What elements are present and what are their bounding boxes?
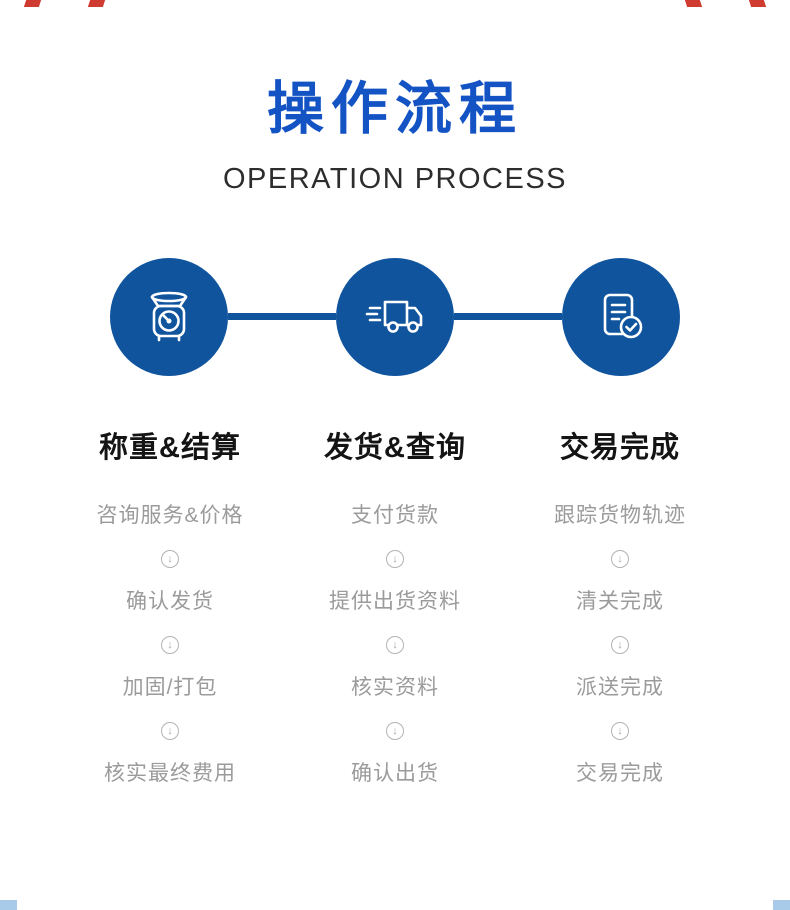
page-subtitle: OPERATION PROCESS [222,162,568,195]
down-arrow-icon: ↓ [161,721,179,740]
connector-line-1 [228,313,336,321]
down-arrow-icon: ↓ [386,721,404,740]
down-arrow-icon: ↓ [386,635,404,654]
decor-top-left-2 [87,0,106,7]
truck-icon [363,285,427,349]
step-item: 支付货款 [351,503,439,527]
steps-list: 支付货款 ↓ 提供出货资料 ↓ 核实资料 ↓ 确认出货 [283,502,508,788]
step-item: 确认出货 [351,761,439,785]
process-icons-row [0,257,790,376]
decor-top-right-2 [748,0,767,7]
step3-circle [562,257,680,376]
step-item: 交易完成 [576,761,664,785]
step-item: 咨询服务&价格 [96,503,244,527]
step-item: 提供出货资料 [329,589,461,613]
connector-line-2 [454,313,562,321]
down-arrow-icon: ↓ [386,549,404,568]
decor-top-left-1 [23,0,42,7]
column-weigh-settle: 称重&结算 咨询服务&价格 ↓ 确认发货 ↓ 加固/打包 ↓ 核实最终费用 [58,432,283,788]
decor-bottom-left [0,900,17,910]
column-title: 交易完成 [559,431,680,464]
step-item: 核实最终费用 [104,761,236,785]
step-item: 清关完成 [576,589,664,613]
process-columns: 称重&结算 咨询服务&价格 ↓ 确认发货 ↓ 加固/打包 ↓ 核实最终费用 发货… [0,432,790,788]
steps-list: 跟踪货物轨迹 ↓ 清关完成 ↓ 派送完成 ↓ 交易完成 [508,502,733,788]
document-check-icon [589,285,653,349]
step-item: 派送完成 [576,675,664,699]
step-item: 核实资料 [351,675,439,699]
page-title: 操作流程 [267,77,523,141]
steps-list: 咨询服务&价格 ↓ 确认发货 ↓ 加固/打包 ↓ 核实最终费用 [58,502,283,788]
step-item: 加固/打包 [122,675,218,699]
step1-circle [110,257,228,376]
down-arrow-icon: ↓ [611,721,629,740]
down-arrow-icon: ↓ [611,635,629,654]
decor-bottom-right [773,900,790,910]
column-deal-complete: 交易完成 跟踪货物轨迹 ↓ 清关完成 ↓ 派送完成 ↓ 交易完成 [508,432,733,788]
column-ship-track: 发货&查询 支付货款 ↓ 提供出货资料 ↓ 核实资料 ↓ 确认出货 [283,432,508,788]
step-item: 跟踪货物轨迹 [554,503,686,527]
down-arrow-icon: ↓ [161,635,179,654]
scale-icon [137,285,201,349]
step2-circle [336,257,454,376]
down-arrow-icon: ↓ [161,549,179,568]
decor-top-right-1 [684,0,703,7]
step-item: 确认发货 [126,589,214,613]
column-title: 发货&查询 [324,431,466,464]
column-title: 称重&结算 [99,431,241,464]
down-arrow-icon: ↓ [611,549,629,568]
